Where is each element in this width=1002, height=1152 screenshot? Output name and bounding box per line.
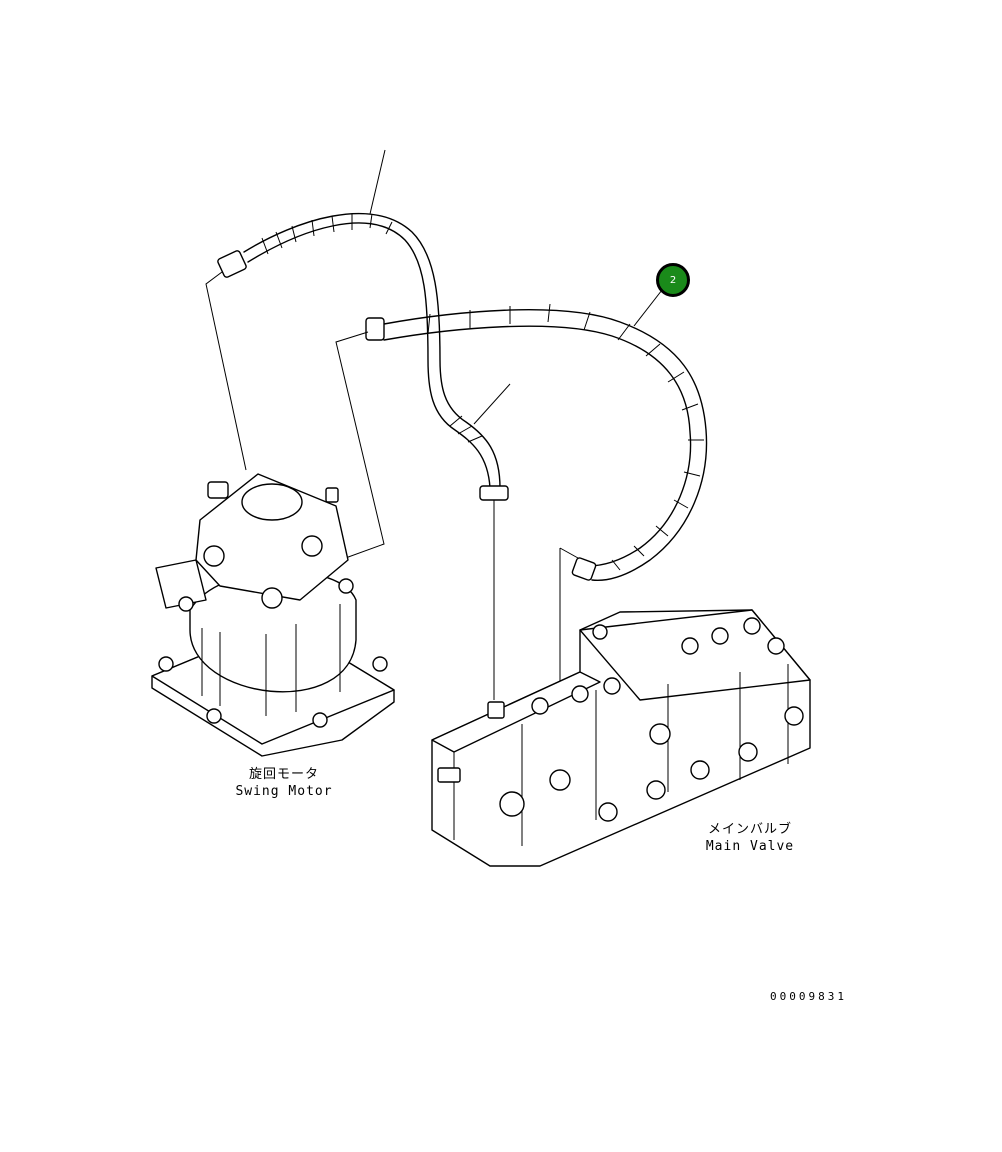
swing-motor-label-jp: 旋回モータ (248, 767, 319, 782)
hose-b (365, 303, 708, 690)
leader-lines (205, 149, 663, 561)
main-valve (431, 609, 811, 867)
main-valve-label-jp: メインバルブ (707, 822, 792, 837)
document-number: 00009831 (770, 990, 847, 1003)
swing-motor-label: 旋回モータ Swing Motor (222, 766, 346, 800)
callout-2-number: 2 (669, 274, 677, 286)
main-valve-label-en: Main Valve (705, 839, 795, 854)
callout-2-badge[interactable]: 2 (656, 263, 690, 297)
swing-motor-label-en: Swing Motor (235, 784, 333, 799)
hose-a (217, 212, 509, 700)
main-valve-label: メインバルブ Main Valve (688, 821, 812, 855)
swing-motor (151, 473, 395, 757)
